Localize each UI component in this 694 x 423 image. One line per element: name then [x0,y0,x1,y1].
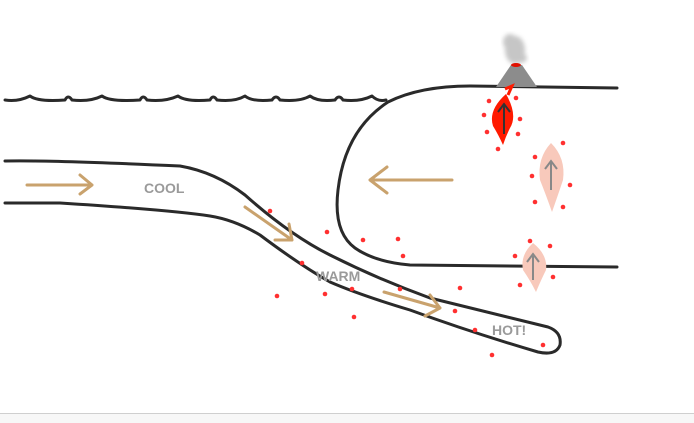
flow-arrow-down-right-2 [382,290,442,318]
label-hot: HOT! [492,322,526,338]
flow-arrow-right [25,173,94,196]
overriding-plate-outline [335,84,619,269]
heat-dots [267,95,573,358]
arrow-up-icon [544,159,558,190]
magma-plume-hot [491,83,515,145]
label-cool: COOL [144,180,185,196]
subducting-slab-outline [3,159,562,355]
magma-plume-rising [539,143,564,212]
flow-arrow-down-right [243,205,294,242]
label-warm: WARM [316,268,360,284]
footer-divider [0,413,694,423]
arrow-up-icon [497,102,511,134]
flow-arrow-left [368,165,454,195]
ocean-surface [3,94,388,102]
volcano-icon [496,34,537,87]
magma-plume-rising-2 [522,243,547,292]
arrow-up-icon [526,252,540,280]
